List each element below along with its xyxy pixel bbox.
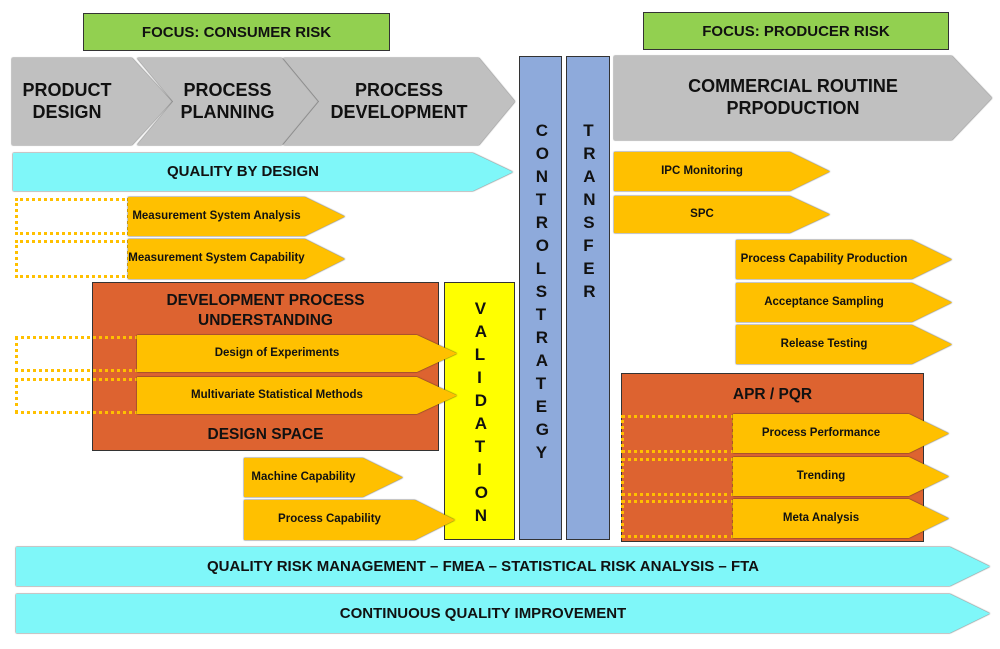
quality-risk-management-arrow: QUALITY RISK MANAGEMENT – FMEA – STATIST… [16,547,990,586]
design-of-experiments: Design of Experiments [137,335,457,372]
phase-process-planning: PROCESS PLANNING [137,58,318,145]
dotted-connector [15,240,130,278]
process-performance: Process Performance [733,414,949,453]
dotted-connector [15,378,150,414]
dotted-connector [15,336,150,372]
phase-product-design: PRODUCT DESIGN [12,58,172,145]
ipc-monitoring: IPC Monitoring [614,152,830,191]
phase-process-development: PROCESS DEVELOPMENT [283,58,515,145]
trending: Trending [733,457,949,496]
acceptance-sampling: Acceptance Sampling [736,283,952,322]
transfer-bar: TRANSFER [566,56,610,540]
process-capability-production: Process Capability Production [736,240,952,279]
spc: SPC [614,196,830,233]
focus-consumer-risk: FOCUS: CONSUMER RISK [83,13,390,51]
dotted-connector [621,415,735,453]
phase-commercial-production: COMMERCIAL ROUTINE PRPODUCTION [614,56,992,140]
multivariate-statistical-methods: Multivariate Statistical Methods [137,377,457,414]
quality-by-design-arrow: QUALITY BY DESIGN [13,153,513,191]
focus-producer-risk: FOCUS: PRODUCER RISK [643,12,949,50]
meta-analysis: Meta Analysis [733,499,949,538]
measurement-system-analysis: Measurement System Analysis [128,197,345,236]
validation-bar: VALIDATION [444,282,515,540]
release-testing: Release Testing [736,325,952,364]
dotted-connector [621,458,735,496]
machine-capability: Machine Capability [244,458,403,497]
measurement-system-capability: Measurement System Capability [128,239,345,279]
control-strategy-bar: CONTROL STRATEGY [519,56,562,540]
dotted-connector [621,500,735,538]
apr-pqr-title: APR / PQR [732,386,813,403]
dev-box-title: DEVELOPMENT PROCESS UNDERSTANDING [166,292,365,329]
dotted-connector [15,198,130,235]
continuous-improvement-arrow: CONTINUOUS QUALITY IMPROVEMENT [16,594,990,633]
process-capability: Process Capability [244,500,455,540]
design-space-label: DESIGN SPACE [207,426,324,443]
